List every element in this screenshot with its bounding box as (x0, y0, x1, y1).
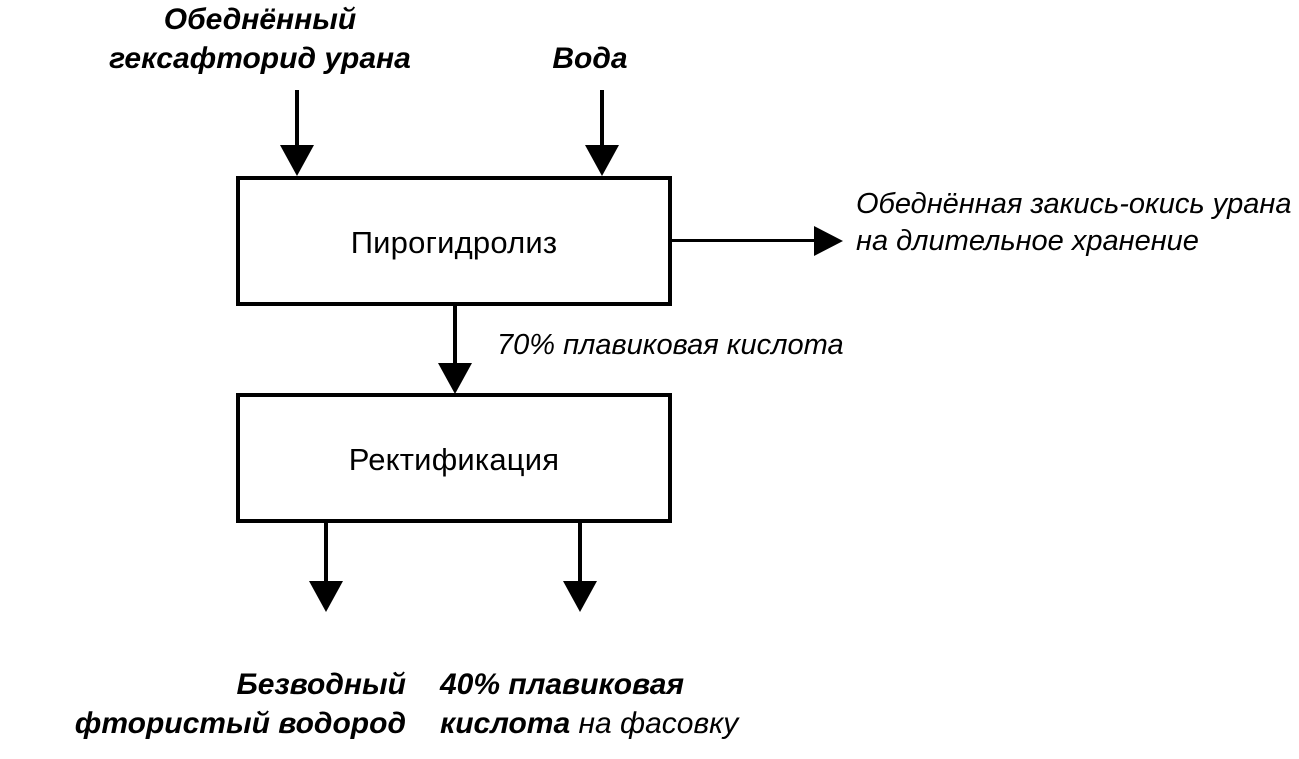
intermediate-label-hf70: 70% плавиковая кислота (497, 329, 844, 361)
input-arrowhead-depleted-uf6 (280, 145, 314, 176)
intermediate-arrow-shaft-hf70 (453, 306, 457, 368)
output-label-hf40: 40% плавиковая кислота на фасовку (440, 626, 900, 743)
process-box-rectification[interactable]: Ректификация (236, 393, 672, 523)
output-label-hf40-tail: на фасовку (570, 707, 739, 740)
output-label-hf40-main: 40% плавиковая кислота (440, 668, 685, 740)
output-arrowhead-hf40 (563, 581, 597, 612)
output-label-uranium-oxide: Обеднённая закись-окись урана на длитель… (856, 188, 1292, 257)
intermediate-arrowhead-hf70 (438, 363, 472, 394)
output-arrow-shaft-uranium-oxide (672, 239, 819, 242)
process-box-pyrohydrolysis[interactable]: Пирогидролиз (236, 176, 672, 306)
input-arrowhead-water (585, 145, 619, 176)
process-box-rectification-label: Ректификация (348, 441, 560, 477)
process-box-pyrohydrolysis-label: Пирогидролиз (350, 224, 558, 260)
output-arrow-shaft-anhydrous-hf (324, 523, 328, 586)
output-arrowhead-anhydrous-hf (309, 581, 343, 612)
input-label-depleted-uf6: Обеднённый гексафторид урана (109, 3, 411, 75)
input-arrow-shaft-depleted-uf6 (295, 90, 299, 156)
input-arrow-shaft-water (600, 90, 604, 156)
output-label-anhydrous-hf: Безводный фтористый водород на фасовку (0, 626, 406, 759)
output-arrow-shaft-hf40 (578, 523, 582, 586)
output-arrowhead-uranium-oxide (814, 226, 843, 256)
output-label-anhydrous-hf-main: Безводный фтористый водород (74, 668, 406, 740)
input-label-water: Вода (552, 42, 628, 75)
